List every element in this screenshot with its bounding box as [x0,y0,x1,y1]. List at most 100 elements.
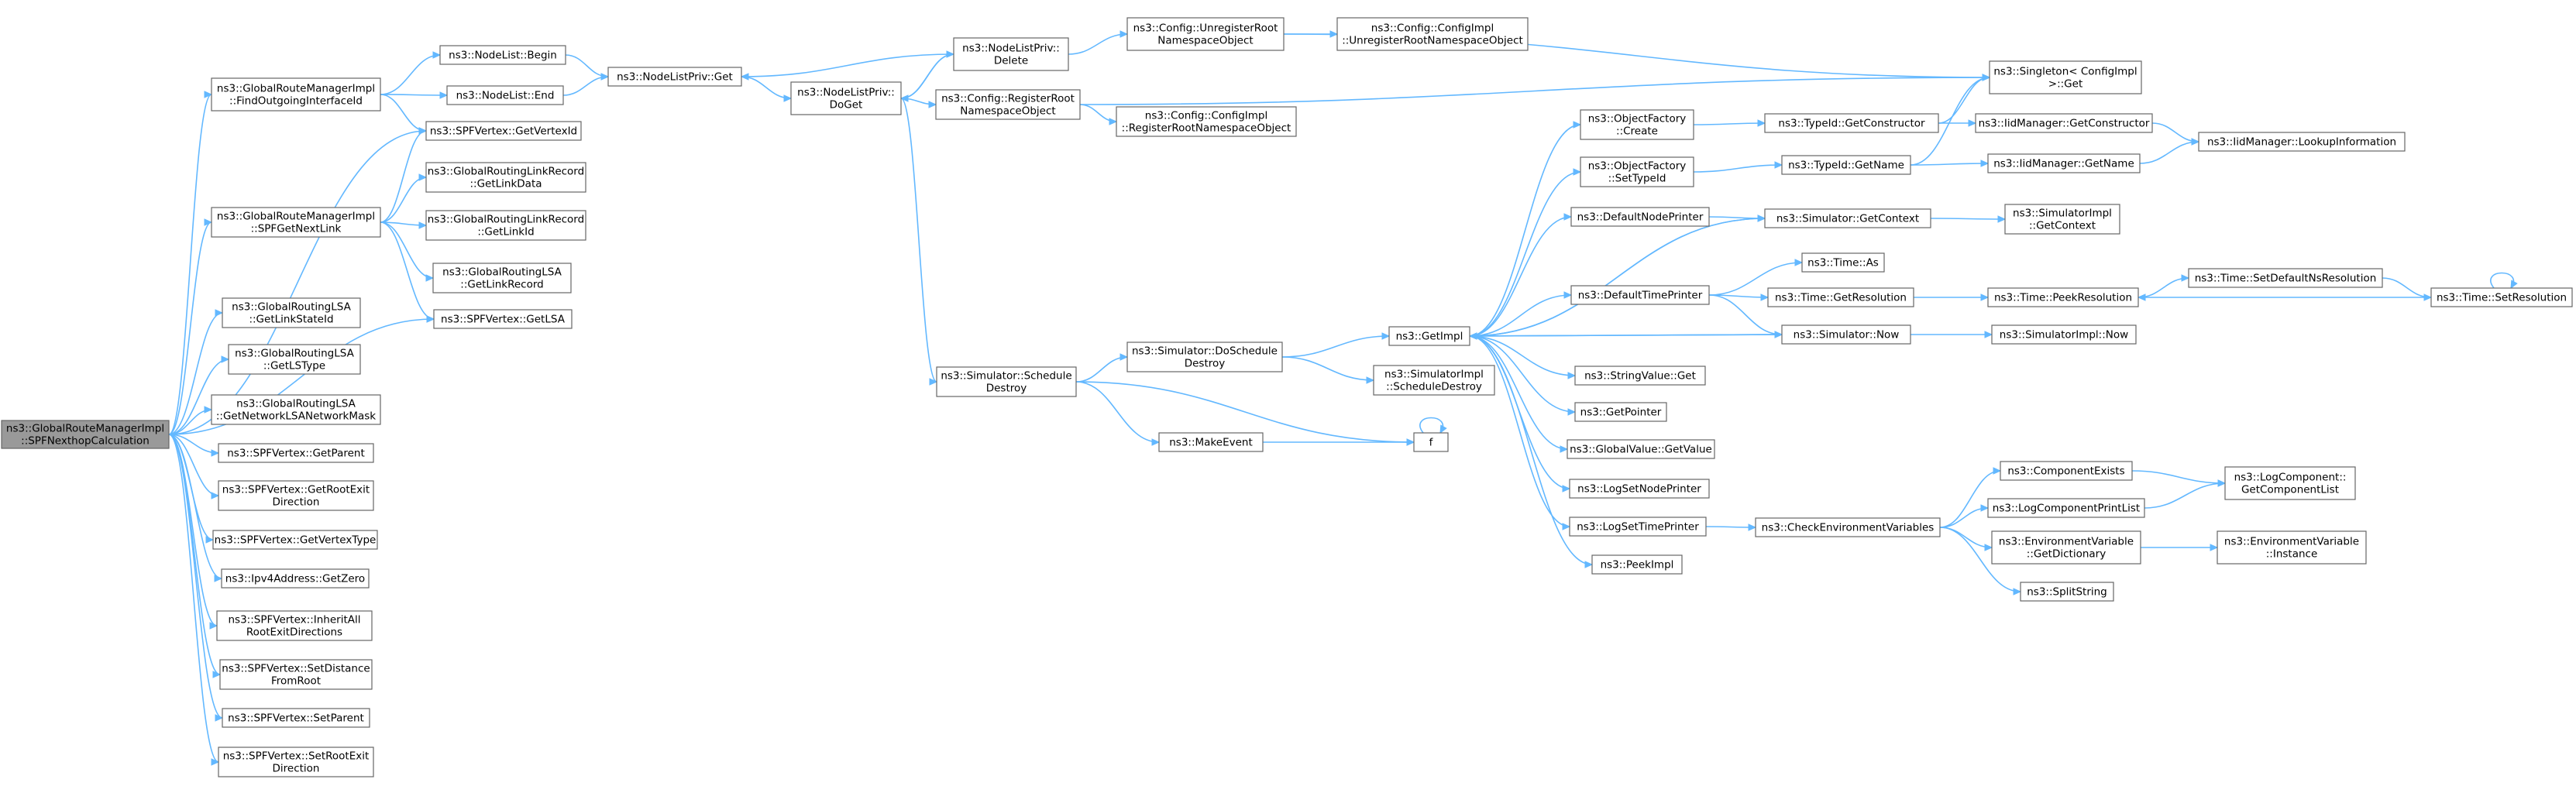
node-timeSetRes[interactable]: ns3::Time::SetResolution [2430,287,2573,307]
node-gvGetValue-box[interactable] [1567,439,1715,459]
node-cfgImplUnreg[interactable]: ns3::Config::ConfigImpl::UnregisterRootN… [1336,17,1529,51]
node-makeEvent[interactable]: ns3::MakeEvent [1158,432,1264,452]
node-objFactCreate[interactable]: ns3::ObjectFactory::Create [1580,109,1694,140]
node-cfgImplReg-box[interactable] [1116,106,1297,137]
node-nlpDelete-box[interactable] [953,37,1069,71]
node-compExists[interactable]: ns3::ComponentExists [2000,461,2133,481]
node-nlBegin-box[interactable] [439,45,566,65]
node-vSetDist-box[interactable] [219,659,373,690]
node-simImplNow-box[interactable] [1991,324,2137,345]
node-defNodePrinter[interactable]: ns3::DefaultNodePrinter [1570,207,1710,227]
node-timeSetDefNs[interactable]: ns3::Time::SetDefaultNsResolution [2188,268,2383,288]
node-objFactSetType-box[interactable] [1580,156,1694,187]
node-simSchedDestroy-box[interactable] [936,366,1077,397]
node-cfgImplReg[interactable]: ns3::Config::ConfigImpl::RegisterRootNam… [1116,106,1297,137]
node-simImplSched[interactable]: ns3::SimulatorImpl::ScheduleDestroy [1373,365,1495,396]
node-envGetDict-box[interactable] [1991,530,2141,565]
node-timeAs-box[interactable] [1801,252,1885,273]
node-simGetContext[interactable]: ns3::Simulator::GetContext [1764,208,1931,228]
node-vGetVertexId-box[interactable] [425,121,582,141]
node-lsaStateId-box[interactable] [222,297,361,328]
node-simImplGetCtx[interactable]: ns3::SimulatorImpl::GetContext [2004,204,2120,235]
node-lsaMask-box[interactable] [211,394,381,425]
node-simNow[interactable]: ns3::Simulator::Now [1781,324,1911,345]
node-getPointer-box[interactable] [1574,402,1667,422]
node-timeSetDefNs-box[interactable] [2188,268,2383,288]
node-defTimePrinter[interactable]: ns3::DefaultTimePrinter [1570,285,1710,305]
node-vGetRootExit-box[interactable] [218,480,374,511]
node-strValGet[interactable]: ns3::StringValue::Get [1574,366,1706,386]
node-ipv4Zero[interactable]: ns3::Ipv4Address::GetZero [221,568,370,589]
node-objFactCreate-box[interactable] [1580,109,1694,140]
node-vGetParent[interactable]: ns3::SPFVertex::GetParent [218,443,374,463]
node-logSetTime[interactable]: ns3::LogSetTimePrinter [1569,517,1707,537]
node-logSetTime-box[interactable] [1569,517,1707,537]
node-iidLookup[interactable]: ns3::IidManager::LookupInformation [2198,132,2406,152]
node-grlrLinkData[interactable]: ns3::GlobalRoutingLinkRecord::GetLinkDat… [425,162,586,193]
node-nlpDoGet-box[interactable] [790,81,902,115]
node-iidGetName[interactable]: ns3::IidManager::GetName [1987,153,2141,173]
node-simDoSched-box[interactable] [1126,342,1283,372]
node-logCompGetList[interactable]: ns3::LogComponent::GetComponentList [2224,466,2356,500]
node-simSchedDestroy[interactable]: ns3::Simulator::ScheduleDestroy [936,366,1077,397]
node-vSetRootExit-box[interactable] [218,747,374,777]
node-getImpl[interactable]: ns3::GetImpl [1388,326,1470,346]
node-gvGetValue[interactable]: ns3::GlobalValue::GetValue [1567,439,1715,459]
node-simNow-box[interactable] [1781,324,1911,345]
node-defTimePrinter-box[interactable] [1570,285,1710,305]
node-simImplGetCtx-box[interactable] [2004,204,2120,235]
node-getImpl-box[interactable] [1388,326,1470,346]
node-nlEnd[interactable]: ns3::NodeList::End [446,85,564,105]
node-logCompPrint-box[interactable] [1987,498,2145,518]
node-timeGetRes[interactable]: ns3::Time::GetResolution [1767,287,1914,307]
node-objFactSetType[interactable]: ns3::ObjectFactory::SetTypeId [1580,156,1694,187]
node-envInstance-box[interactable] [2217,530,2367,565]
node-iidGetCons[interactable]: ns3::IidManager::GetConstructor [1975,113,2153,133]
node-envGetDict[interactable]: ns3::EnvironmentVariable::GetDictionary [1991,530,2141,565]
node-simImplNow[interactable]: ns3::SimulatorImpl::Now [1991,324,2137,345]
node-checkEnv-box[interactable] [1755,517,1941,537]
node-nlpDelete[interactable]: ns3::NodeListPriv::Delete [953,37,1069,71]
node-f-box[interactable] [1413,432,1449,452]
node-findOut-box[interactable] [211,77,381,112]
node-nlpDoGet[interactable]: ns3::NodeListPriv::DoGet [790,81,902,115]
node-strValGet-box[interactable] [1574,366,1706,386]
node-compExists-box[interactable] [2000,461,2133,481]
node-timeAs[interactable]: ns3::Time::As [1801,252,1885,273]
node-lsaLinkRecord-box[interactable] [432,263,572,293]
node-timePeekRes[interactable]: ns3::Time::PeekResolution [1987,287,2139,307]
node-nlEnd-box[interactable] [446,85,564,105]
node-vGetLSA-box[interactable] [433,309,573,329]
node-typeIdGetCons-box[interactable] [1764,113,1939,133]
node-singleton[interactable]: ns3::Singleton< ConfigImpl>::Get [1989,60,2142,94]
node-cfgUnregister-box[interactable] [1126,17,1285,51]
node-logSetNode-box[interactable] [1569,479,1710,499]
node-lsaLSType[interactable]: ns3::GlobalRoutingLSA::GetLSType [228,344,361,375]
node-vSetParent-box[interactable] [222,708,370,728]
node-grlrLinkId-box[interactable] [425,210,586,241]
node-f[interactable]: f [1413,432,1449,452]
node-vInherit-box[interactable] [216,610,373,641]
node-timeSetRes-box[interactable] [2430,287,2573,307]
node-lsaLSType-box[interactable] [228,344,361,375]
node-nlpGet[interactable]: ns3::NodeListPriv::Get [607,67,742,87]
node-vSetParent[interactable]: ns3::SPFVertex::SetParent [222,708,370,728]
node-spfGetNext[interactable]: ns3::GlobalRouteManagerImpl::SPFGetNextL… [211,207,381,238]
node-simGetContext-box[interactable] [1764,208,1931,228]
node-grlrLinkId[interactable]: ns3::GlobalRoutingLinkRecord::GetLinkId [425,210,586,241]
node-defNodePrinter-box[interactable] [1570,207,1710,227]
node-vGetType[interactable]: ns3::SPFVertex::GetVertexType [212,530,378,550]
node-nlBegin[interactable]: ns3::NodeList::Begin [439,45,566,65]
node-iidLookup-box[interactable] [2198,132,2406,152]
node-getPointer[interactable]: ns3::GetPointer [1574,402,1667,422]
node-splitString[interactable]: ns3::SplitString [2020,582,2114,602]
node-cfgRegister-box[interactable] [935,89,1081,120]
node-timePeekRes-box[interactable] [1987,287,2139,307]
node-lsaLinkRecord[interactable]: ns3::GlobalRoutingLSA::GetLinkRecord [432,263,572,293]
node-peekImpl-box[interactable] [1591,554,1683,575]
node-vGetParent-box[interactable] [218,443,374,463]
node-spfGetNext-box[interactable] [211,207,381,238]
node-cfgImplUnreg-box[interactable] [1336,17,1529,51]
